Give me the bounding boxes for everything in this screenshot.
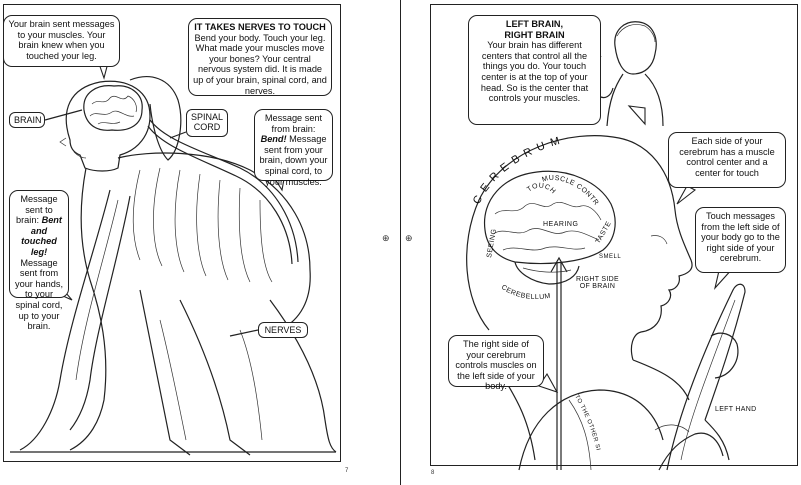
cerebrum-drawing — [483, 170, 746, 471]
pointer-nerves — [229, 329, 259, 337]
pointer-brain — [44, 109, 83, 121]
brain-label-cerebellum: CEREBELLUM — [500, 284, 552, 301]
box-brain-messages-text: Your brain sent messages to your muscles… — [8, 19, 115, 61]
box-touch-line1: Message sent to brain: — [16, 194, 58, 226]
label-right-side-line2: OF BRAIN — [579, 283, 616, 290]
box-nerves-body: Bend your body. Touch your leg. What mad… — [193, 32, 327, 96]
brain-label-seeing: SEEING — [486, 228, 498, 258]
label-nerves: NERVES — [258, 322, 308, 338]
gutter-fold-line — [400, 0, 401, 485]
right-page: CEREBRUM MUSCLE CONTROL TOUCH HEARING SE… — [416, 0, 801, 485]
label-brain: BRAIN — [9, 112, 45, 128]
box-touch-line3: Message sent from your hands, to your sp… — [14, 257, 63, 332]
box-brain-messages: Your brain sent messages to your muscles… — [3, 15, 120, 67]
box-left-right-brain: LEFT BRAIN, RIGHT BRAIN Your brain has d… — [468, 15, 601, 125]
box-touch-bent: Bent and touched leg! — [21, 215, 62, 257]
label-nerves-text: NERVES — [264, 325, 302, 335]
registration-mark-right: ⊕ — [405, 233, 413, 243]
label-right-side-of-brain: RIGHT SIDE OF BRAIN — [576, 276, 619, 290]
box-lr-title-2: RIGHT BRAIN — [504, 29, 565, 40]
label-spinal-line1: SPINAL — [191, 112, 224, 122]
brain-label-smell: SMELL — [599, 254, 621, 260]
brain-touch-text: TOUCH — [526, 183, 556, 196]
box-each-side-text: Each side of your cerebrum has a muscle … — [679, 136, 775, 178]
label-spinal-line2: CORD — [193, 122, 221, 132]
box-nerves-to-touch: IT TAKES NERVES TO TOUCH Bend your body.… — [188, 18, 332, 96]
brain-label-hearing: HEARING — [543, 221, 578, 228]
box-nerves-title: IT TAKES NERVES TO TOUCH — [194, 22, 326, 32]
box-message-sent-to-brain: Message sent to brain: Bent and touched … — [9, 190, 69, 331]
label-left-hand: LEFT HAND — [715, 406, 757, 413]
box-lr-body: Your brain has different centers that co… — [480, 40, 589, 104]
box-touch-messages-text: Touch messages from the left side of you… — [701, 211, 780, 264]
box-sent-line3: Message sent from your brain, down your … — [259, 134, 328, 187]
box-lr-title-1: LEFT BRAIN, — [505, 19, 564, 29]
box-each-side: Each side of your cerebrum has a muscle … — [668, 132, 786, 188]
body-nervous-system-illustration — [10, 54, 337, 456]
brain-drawing — [83, 85, 143, 131]
left-page: Your brain sent messages to your muscles… — [0, 0, 382, 485]
brain-cerebellum-text: CEREBELLUM — [500, 284, 551, 301]
box-message-sent-from-brain: Message sent from brain: Bend! Message s… — [254, 109, 333, 187]
page-number-left: 7 — [345, 468, 349, 474]
page-number-right: 8 — [431, 470, 435, 476]
pointer-spinal — [169, 131, 187, 139]
brain-label-touch: TOUCH — [526, 183, 557, 196]
right-page-frame — [430, 4, 798, 466]
box-right-side-text: The right side of your cerebrum controls… — [455, 339, 537, 392]
box-sent-line1: Message sent from brain: — [264, 113, 323, 134]
book-gutter: ⊕ ⊕ — [382, 0, 419, 485]
label-right-side-line1: RIGHT SIDE — [576, 276, 619, 283]
box-right-side-cerebrum: The right side of your cerebrum controls… — [448, 335, 544, 391]
brain-label-cerebrum: CEREBRUM — [471, 134, 567, 207]
head-outline — [59, 80, 151, 172]
label-brain-text: BRAIN — [14, 115, 42, 125]
left-page-frame — [3, 4, 341, 462]
box-sent-bend: Bend! — [260, 134, 287, 145]
registration-mark-left: ⊕ — [382, 233, 390, 243]
label-spinal-cord: SPINAL CORD — [186, 109, 228, 137]
box-touch-messages: Touch messages from the left side of you… — [695, 207, 786, 273]
brain-cerebrum-text: CEREBRUM — [471, 134, 561, 207]
